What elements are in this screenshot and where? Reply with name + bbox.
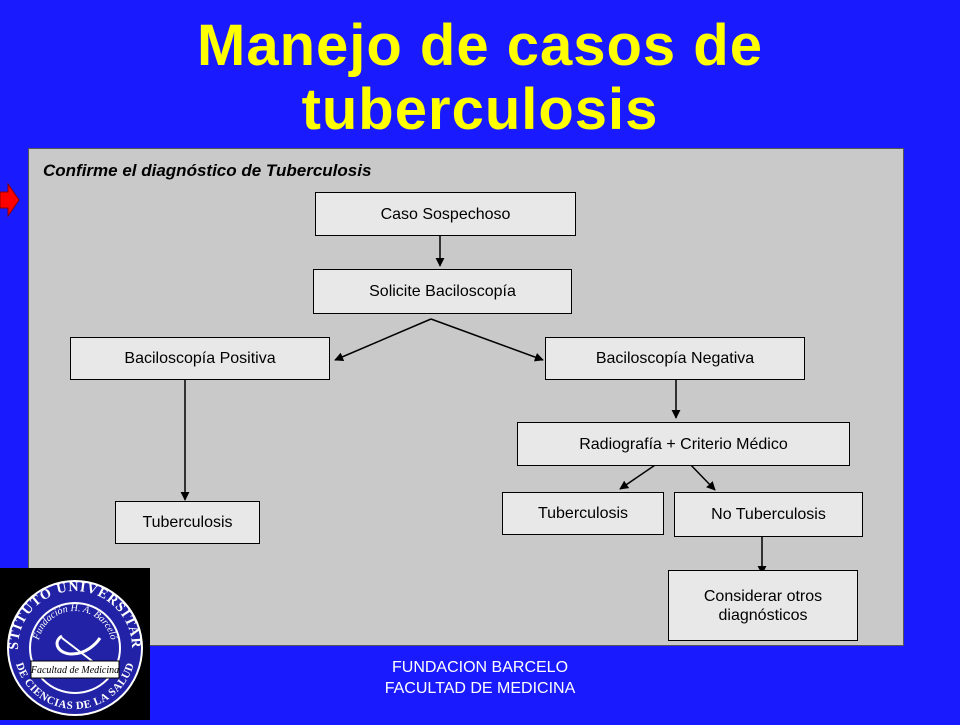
node-caso-sospechoso: Caso Sospechoso xyxy=(315,192,576,236)
node-radiografia-criterio: Radiografía + Criterio Médico xyxy=(517,422,850,466)
flowchart-heading: Confirme el diagnóstico de Tuberculosis xyxy=(43,161,372,180)
arrow-solicite-to-negativa xyxy=(430,318,544,362)
node-considerar-otros: Considerar otros diagnósticos xyxy=(668,570,858,641)
flowchart-panel: Confirme el diagnóstico de Tuberculosis … xyxy=(28,148,904,646)
node-solicite-baciloscopia: Solicite Baciloscopía xyxy=(313,269,572,314)
node-baciloscopia-negativa: Baciloscopía Negativa xyxy=(545,337,805,380)
university-logo: INSTITUTO UNIVERSITARIO DE CIENCIAS DE L… xyxy=(0,557,150,720)
title-line-2: tuberculosis xyxy=(301,77,659,142)
svg-text:Facultad de Medicina: Facultad de Medicina xyxy=(30,665,119,676)
arrow-solicite-to-positiva xyxy=(334,318,432,361)
footer-line-1: FUNDACION BARCELO xyxy=(391,659,569,676)
footer: FUNDACION BARCELO FACULTAD DE MEDICINA xyxy=(150,657,810,699)
flowchart-connectors xyxy=(180,236,767,575)
node-baciloscopia-positiva: Baciloscopía Positiva xyxy=(70,337,330,380)
footer-line-2: FACULTAD DE MEDICINA xyxy=(384,680,576,697)
next-arrow-icon[interactable] xyxy=(0,180,20,220)
title-line-1: Manejo de casos de xyxy=(197,13,763,78)
node-tuberculosis-right: Tuberculosis xyxy=(502,492,664,535)
node-no-tuberculosis: No Tuberculosis xyxy=(674,492,863,537)
node-tuberculosis-left: Tuberculosis xyxy=(115,501,260,544)
slide-title: Manejo de casos de tuberculosis xyxy=(0,14,960,142)
university-seal-icon: INSTITUTO UNIVERSITARIO DE CIENCIAS DE L… xyxy=(0,557,143,716)
